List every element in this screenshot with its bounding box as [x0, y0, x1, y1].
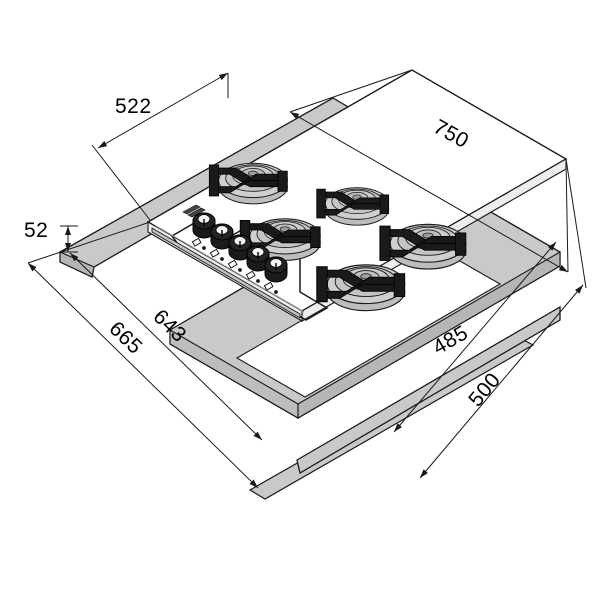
dimension-lines — [27, 69, 587, 489]
extline-750-c — [565, 158, 569, 273]
vent-mark-1 — [182, 204, 201, 215]
knob-5[interactable] — [264, 256, 288, 283]
dimension-label-522: 522 — [115, 95, 152, 118]
dimline-500 — [419, 284, 584, 479]
extline-750-b — [289, 69, 413, 113]
dimline-643 — [69, 252, 263, 441]
dimension-label-52: 52 — [24, 219, 48, 242]
proj-right-a — [565, 158, 587, 289]
dimgroup-500 — [419, 284, 584, 479]
proj-left-a — [27, 221, 151, 264]
dimension-label-665: 665 — [105, 317, 147, 359]
dimline-522 — [97, 72, 229, 149]
extline-522-a — [91, 144, 151, 221]
ignition-marks — [182, 204, 206, 218]
vent-mark-2 — [187, 207, 206, 218]
